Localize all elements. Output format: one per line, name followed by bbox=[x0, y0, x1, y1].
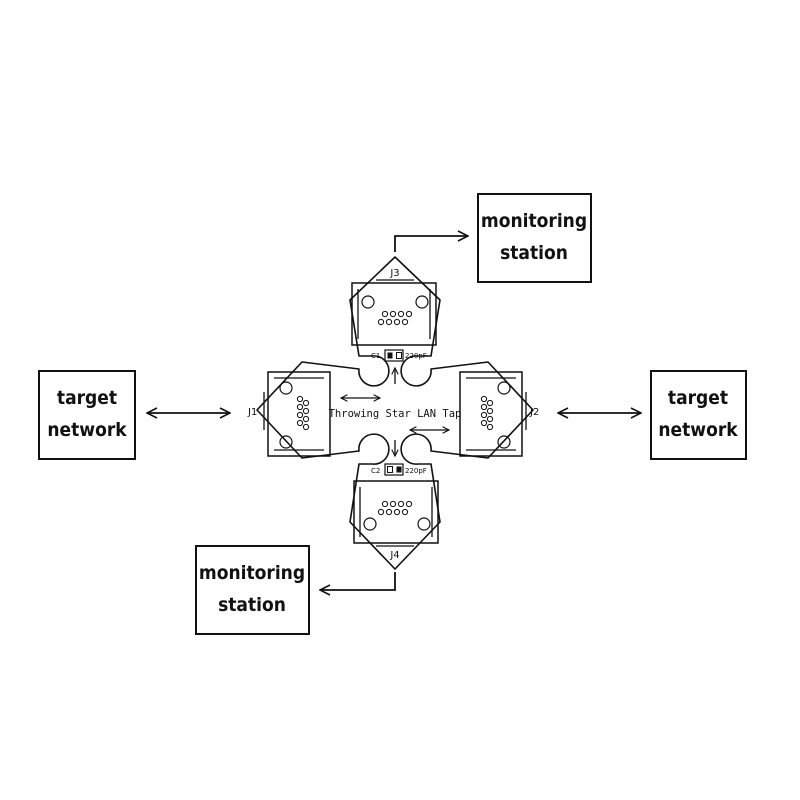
bottom-monitor-arrow bbox=[320, 572, 396, 590]
lan-tap-board: J3 J4 bbox=[247, 256, 539, 570]
capacitor-c1: C1 220pF bbox=[371, 349, 427, 362]
monitoring-station-top-box: monitoring station bbox=[477, 193, 592, 283]
capacitor-c2: C2 220pF bbox=[371, 463, 427, 476]
jack-j2-label: J2 bbox=[529, 407, 539, 418]
target-network-right-box: target network bbox=[650, 370, 747, 460]
jack-j4-label: J4 bbox=[389, 550, 399, 561]
jack-j3: J3 bbox=[351, 268, 437, 346]
capacitor-c1-value: 220pF bbox=[405, 352, 427, 360]
target-network-right-label-2: network bbox=[658, 419, 738, 441]
top-monitor-arrow bbox=[394, 236, 468, 252]
board-title: Throwing Star LAN Tap bbox=[329, 408, 462, 420]
monitoring-station-bottom-box: monitoring station bbox=[195, 545, 310, 635]
board-outline bbox=[256, 256, 534, 570]
capacitor-c2-value: 220pF bbox=[405, 467, 427, 475]
target-network-left-label-1: target bbox=[57, 387, 117, 409]
jack-j1-label: J1 bbox=[247, 407, 257, 418]
jack-j4: J4 bbox=[353, 480, 439, 561]
target-network-right-label-1: target bbox=[668, 387, 728, 409]
monitoring-station-top-label-2: station bbox=[500, 242, 568, 264]
jack-j1: J1 bbox=[247, 371, 331, 457]
capacitor-c2-label: C2 bbox=[371, 467, 380, 475]
jack-j2: J2 bbox=[459, 371, 539, 457]
target-network-left-box: target network bbox=[38, 370, 136, 460]
target-network-left-label-2: network bbox=[47, 419, 127, 441]
jack-j3-label: J3 bbox=[389, 268, 399, 279]
monitoring-station-top-label-1: monitoring bbox=[481, 210, 587, 232]
monitoring-station-bottom-label-1: monitoring bbox=[199, 562, 305, 584]
monitoring-station-bottom-label-2: station bbox=[218, 594, 286, 616]
capacitor-c1-label: C1 bbox=[371, 352, 380, 360]
